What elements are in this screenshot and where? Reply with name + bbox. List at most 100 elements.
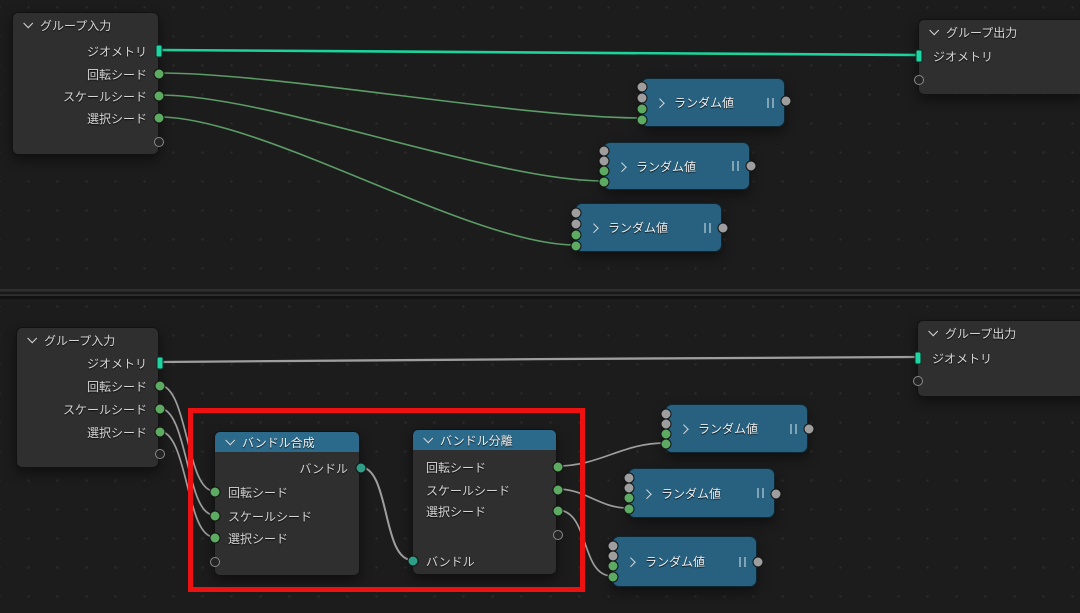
selection-seed-output-socket[interactable]: [153, 112, 165, 124]
chevron-down-icon[interactable]: [27, 332, 38, 343]
node-header[interactable]: ランダム値: [629, 469, 774, 517]
geometry-input-socket[interactable]: [914, 351, 922, 365]
node-title: ランダム値: [698, 422, 759, 436]
geometry-output-socket[interactable]: [156, 356, 164, 370]
value-output-socket[interactable]: [803, 423, 815, 435]
node-header[interactable]: グループ出力: [919, 20, 1080, 44]
chevron-right-icon[interactable]: [678, 424, 689, 435]
node-header[interactable]: ランダム値: [666, 405, 807, 452]
seed-input-socket[interactable]: [570, 240, 582, 252]
hidden-sockets-grip-icon: [767, 97, 774, 108]
seed-input-socket[interactable]: [636, 114, 648, 126]
node-title: バンドル分離: [440, 433, 513, 448]
socket-row-selection-seed: 選択シード: [426, 504, 487, 519]
socket-row-selection-seed: 選択シード: [86, 111, 147, 126]
node-title: ランダム値: [645, 555, 706, 569]
socket-row-rotation-seed: 回転シード: [426, 460, 487, 475]
value-output-socket[interactable]: [717, 222, 729, 234]
virtual-socket[interactable]: [914, 75, 924, 85]
node-header[interactable]: ランダム値: [576, 204, 721, 251]
selection-seed-output-socket[interactable]: [154, 426, 166, 438]
node-separate-bundle[interactable]: バンドル分離 回転シード スケールシード 選択シード バンドル: [407, 429, 564, 575]
hidden-sockets-grip-icon: [790, 423, 797, 434]
value-output-socket[interactable]: [770, 488, 782, 500]
chevron-down-icon[interactable]: [928, 325, 939, 336]
chevron-right-icon[interactable]: [641, 488, 652, 499]
node-header[interactable]: ランダム値: [613, 537, 756, 586]
node-random-value-bottom-1[interactable]: ランダム値: [660, 404, 815, 453]
node-group-output-top[interactable]: グループ出力 ジオメトリ: [914, 19, 1080, 95]
node-title: ランダム値: [636, 159, 697, 174]
seed-input-socket[interactable]: [598, 176, 610, 188]
hidden-sockets-grip-icon: [757, 488, 764, 498]
virtual-socket[interactable]: [913, 376, 923, 386]
input-socket[interactable]: [570, 207, 582, 219]
node-group-input-top[interactable]: グループ入力 ジオメトリ 回転シード スケールシード 選択シード: [12, 12, 165, 155]
input-socket[interactable]: [636, 92, 648, 104]
node-random-value-top-3[interactable]: ランダム値: [570, 203, 729, 252]
scale-seed-output-socket[interactable]: [154, 403, 166, 415]
node-combine-bundle[interactable]: バンドル合成 バンドル 回転シード スケールシード 選択シード: [209, 431, 367, 576]
socket-row-bundle: バンドル: [299, 461, 348, 476]
value-output-socket[interactable]: [780, 95, 792, 107]
node-header[interactable]: バンドル合成: [215, 432, 359, 452]
virtual-socket[interactable]: [154, 137, 164, 147]
hidden-sockets-grip-icon: [732, 161, 739, 171]
input-socket[interactable]: [607, 560, 619, 572]
node-random-value-top-1[interactable]: ランダム値: [636, 78, 792, 127]
seed-input-socket[interactable]: [607, 571, 619, 583]
input-socket[interactable]: [570, 218, 582, 230]
socket-row-selection-seed: 選択シード: [86, 425, 147, 440]
socket-row-scale-seed: スケールシード: [426, 483, 511, 498]
node-title: ランダム値: [608, 221, 669, 235]
node-title: グループ入力: [44, 333, 116, 348]
chevron-down-icon[interactable]: [23, 17, 34, 28]
input-socket[interactable]: [636, 81, 648, 93]
geometry-output-socket[interactable]: [155, 44, 163, 58]
node-title: グループ出力: [946, 25, 1018, 40]
node-title: ランダム値: [661, 486, 722, 501]
node-random-value-bottom-3[interactable]: ランダム値: [607, 536, 764, 587]
hidden-sockets-grip-icon: [739, 556, 746, 567]
chevron-right-icon[interactable]: [616, 161, 627, 172]
node-header[interactable]: ランダム値: [604, 143, 749, 189]
chevron-down-icon[interactable]: [929, 24, 940, 35]
node-title: グループ入力: [40, 18, 112, 33]
node-header[interactable]: グループ入力: [13, 13, 158, 37]
socket-row-geometry: ジオメトリ: [932, 351, 993, 366]
chevron-right-icon[interactable]: [625, 557, 636, 568]
value-output-socket[interactable]: [745, 160, 757, 172]
input-socket[interactable]: [598, 165, 610, 177]
value-output-socket[interactable]: [752, 556, 764, 568]
node-random-value-bottom-2[interactable]: ランダム値: [623, 468, 782, 518]
node-header[interactable]: ランダム値: [642, 79, 784, 126]
node-random-value-top-2[interactable]: ランダム値: [598, 142, 757, 190]
virtual-socket[interactable]: [210, 557, 220, 567]
node-group-output-bottom[interactable]: グループ出力 ジオメトリ: [913, 320, 1080, 397]
node-title: グループ出力: [945, 326, 1017, 341]
input-socket[interactable]: [570, 229, 582, 241]
node-header[interactable]: グループ出力: [918, 321, 1080, 345]
socket-row-scale-seed: スケールシード: [62, 89, 147, 104]
node-header[interactable]: グループ入力: [17, 328, 158, 352]
editor-split-divider[interactable]: [0, 289, 1080, 299]
rotation-seed-output-socket[interactable]: [153, 68, 165, 80]
geometry-input-socket[interactable]: [915, 49, 923, 63]
virtual-socket[interactable]: [155, 449, 165, 459]
socket-row-bundle: バンドル: [426, 554, 475, 569]
seed-input-socket[interactable]: [660, 438, 672, 450]
socket-row-geometry: ジオメトリ: [933, 49, 994, 64]
hidden-sockets-grip-icon: [704, 222, 711, 233]
node-header[interactable]: バンドル分離: [413, 430, 556, 450]
seed-input-socket[interactable]: [623, 503, 635, 515]
bundle-input-socket[interactable]: [407, 555, 419, 567]
node-group-input-bottom[interactable]: グループ入力 ジオメトリ 回転シード スケールシード 選択シード: [16, 327, 166, 468]
scale-seed-output-socket[interactable]: [153, 90, 165, 102]
chevron-right-icon[interactable]: [588, 223, 599, 234]
rotation-seed-output-socket[interactable]: [154, 380, 166, 392]
selection-seed-input-socket[interactable]: [209, 532, 221, 544]
chevron-right-icon[interactable]: [654, 98, 665, 109]
input-socket[interactable]: [636, 103, 648, 115]
node-title: バンドル合成: [242, 435, 315, 450]
input-socket[interactable]: [623, 492, 635, 504]
